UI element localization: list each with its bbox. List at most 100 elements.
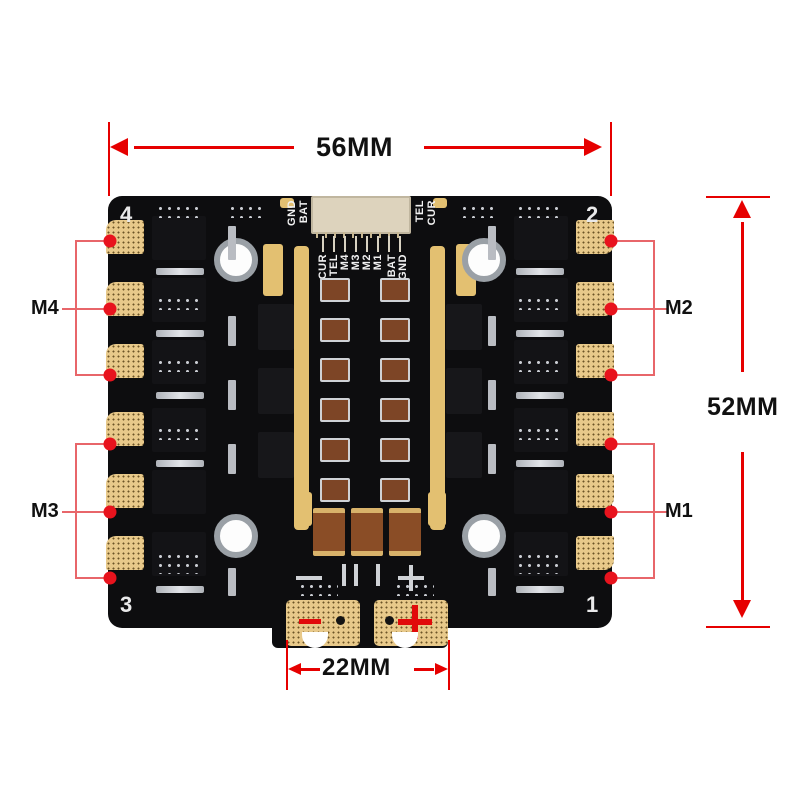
pin-stem: [355, 236, 357, 252]
mounting-hole-top-left: [214, 238, 258, 282]
silk-tick-right: [376, 564, 380, 586]
pin-stem: [322, 236, 324, 252]
dimension-label-mount: 22MM: [322, 654, 391, 681]
driver-ic: [258, 368, 294, 414]
smd-resistor: [516, 330, 564, 337]
callout-m4-branch-c: [75, 374, 109, 376]
smd-cluster: [228, 204, 262, 218]
tab-notch-left: [302, 632, 328, 648]
driver-ic: [446, 304, 482, 350]
callout-dot-m2-b: [604, 302, 618, 316]
telemetry-connector[interactable]: [311, 196, 411, 234]
capacitor: [380, 278, 410, 302]
callout-dot-m4-a: [103, 234, 117, 248]
capacitor: [380, 318, 410, 342]
silk-tick-left: [342, 564, 346, 586]
dim-arrow-shaft-down: [741, 452, 744, 602]
smd-cluster: [156, 552, 204, 574]
gold-plate-top-left: [280, 198, 294, 208]
dim-arrowhead-left: [110, 138, 128, 156]
motor-pad-m4-a[interactable]: [106, 220, 144, 254]
capacitor: [320, 438, 350, 462]
silk-minus-sign: [296, 576, 322, 580]
connector-label-cur: CUR: [426, 200, 438, 226]
motor-pad-m1-a[interactable]: [576, 412, 614, 446]
ext-line-width-left: [108, 122, 110, 196]
callout-m4-spine: [75, 240, 77, 375]
callout-m2-branch-c: [612, 374, 655, 376]
callout-m4-branch-a: [75, 240, 109, 242]
callout-m2-branch-a: [612, 240, 655, 242]
smd-resistor: [156, 330, 204, 337]
ext-line-mount-left: [286, 640, 288, 690]
pin-stem: [399, 236, 401, 252]
mounting-hole-top-right: [462, 238, 506, 282]
callout-dot-m4-b: [103, 302, 117, 316]
callout-m3-spine: [75, 443, 77, 578]
dim-arrowhead-mount-left: [288, 663, 301, 675]
smd-cluster: [298, 582, 338, 596]
smd-part: [488, 226, 496, 260]
capacitor: [380, 438, 410, 462]
motor-pad-m1-b[interactable]: [576, 474, 614, 508]
smd-cluster: [156, 426, 204, 440]
callout-m1-branch-a: [612, 443, 655, 445]
smd-resistor: [156, 460, 204, 467]
mosfet: [152, 470, 206, 514]
capacitor: [320, 278, 350, 302]
smd-resistor: [156, 268, 204, 275]
dim-arrowhead-mount-right: [435, 663, 448, 675]
callout-m4-branch-b: [75, 308, 109, 310]
callout-dot-m2-c: [604, 368, 618, 382]
callout-dot-m2-a: [604, 234, 618, 248]
smd-part: [228, 316, 236, 346]
ext-line-mount-right: [448, 640, 450, 690]
callout-m4-stem: [62, 308, 76, 310]
callout-m1-stem: [653, 511, 667, 513]
gold-plate-top-right: [433, 198, 447, 208]
motor-pad-m1-c[interactable]: [576, 536, 614, 570]
mounting-hole-bottom-left: [214, 514, 258, 558]
corner-number-4: 4: [120, 202, 133, 227]
silk-plus-bar-v: [409, 565, 413, 591]
callout-m3-branch-b: [75, 511, 109, 513]
battery-pad-hole-positive: [385, 616, 394, 625]
ext-line-width-right: [610, 122, 612, 196]
pin-label-m1: M1: [372, 254, 384, 271]
callout-m1-branch-c: [612, 577, 655, 579]
callout-label-m4: M4: [31, 297, 59, 319]
smd-part: [228, 380, 236, 410]
callout-dot-m3-c: [103, 571, 117, 585]
dim-arrowhead-up: [733, 200, 751, 218]
gold-rail-left: [294, 246, 309, 530]
driver-ic: [258, 304, 294, 350]
motor-pad-m3-c[interactable]: [106, 536, 144, 570]
smd-resistor: [516, 460, 564, 467]
callout-label-m1: M1: [665, 500, 693, 522]
smd-resistor: [156, 586, 204, 593]
pin-stem: [333, 236, 335, 252]
motor-pad-m2-b[interactable]: [576, 282, 614, 316]
minus-marking: [299, 619, 321, 624]
smd-cluster: [516, 358, 564, 372]
capacitor: [320, 358, 350, 382]
smd-part: [228, 568, 236, 596]
pin-stem: [344, 236, 346, 252]
callout-dot-m3-b: [103, 505, 117, 519]
dim-arrow-shaft-left: [134, 146, 294, 149]
smd-resistor: [516, 268, 564, 275]
callout-label-m2: M2: [665, 297, 693, 319]
smd-cluster: [156, 204, 204, 218]
pin-stem: [388, 236, 390, 252]
gold-rail-right: [430, 246, 445, 530]
smd-cluster: [516, 552, 564, 574]
battery-pad-hole-negative: [336, 616, 345, 625]
callout-dot-m1-a: [604, 437, 618, 451]
motor-pad-m3-b[interactable]: [106, 474, 144, 508]
capacitor: [380, 478, 410, 502]
smd-resistor: [156, 392, 204, 399]
battery-pad-negative[interactable]: [286, 600, 360, 646]
dim-arrow-shaft-right: [424, 146, 584, 149]
motor-pad-m4-b[interactable]: [106, 282, 144, 316]
